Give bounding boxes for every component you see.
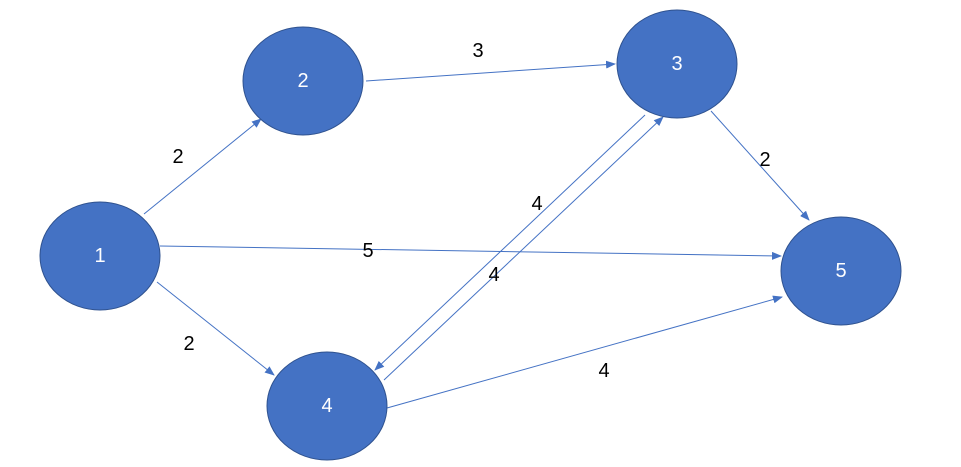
edge-1-to-2 <box>143 118 262 215</box>
edge-3-to-4 <box>374 114 646 371</box>
edge-label-1-to-5: 5 <box>362 240 373 262</box>
edge-labels: 2 2 5 3 4 4 2 4 <box>172 40 770 382</box>
edge-label-4-to-3: 4 <box>488 264 499 286</box>
node-4: 4 <box>266 351 388 461</box>
edge-label-3-to-4: 4 <box>531 193 542 215</box>
node-3: 3 <box>616 9 738 119</box>
edge-label-2-to-3: 3 <box>472 40 483 62</box>
edge-4-to-5 <box>386 295 783 409</box>
edge-label-1-to-2: 2 <box>172 146 183 168</box>
edge-2-to-3 <box>365 60 616 82</box>
node-4-circle <box>266 351 388 461</box>
node-2-label: 2 <box>297 70 308 92</box>
edge-1-to-5 <box>159 245 782 260</box>
edge-1-to-4 <box>156 281 275 376</box>
node-5: 5 <box>780 216 902 326</box>
nodes: 1 2 3 4 5 <box>39 9 902 461</box>
node-5-label: 5 <box>835 260 846 282</box>
edge-label-4-to-5: 4 <box>598 360 609 382</box>
node-3-label: 3 <box>671 53 682 75</box>
node-1-label: 1 <box>94 245 105 267</box>
node-1-circle <box>39 201 161 311</box>
node-3-circle <box>616 9 738 119</box>
edge-label-3-to-5: 2 <box>759 149 770 171</box>
node-5-circle <box>780 216 902 326</box>
edge-3-to-5 <box>710 110 810 221</box>
node-2-circle <box>242 26 364 136</box>
node-4-label: 4 <box>321 395 332 417</box>
node-2: 2 <box>242 26 364 136</box>
edges <box>143 60 810 409</box>
node-1: 1 <box>39 201 161 311</box>
edge-label-1-to-4: 2 <box>183 333 194 355</box>
edge-4-to-3 <box>383 116 664 381</box>
